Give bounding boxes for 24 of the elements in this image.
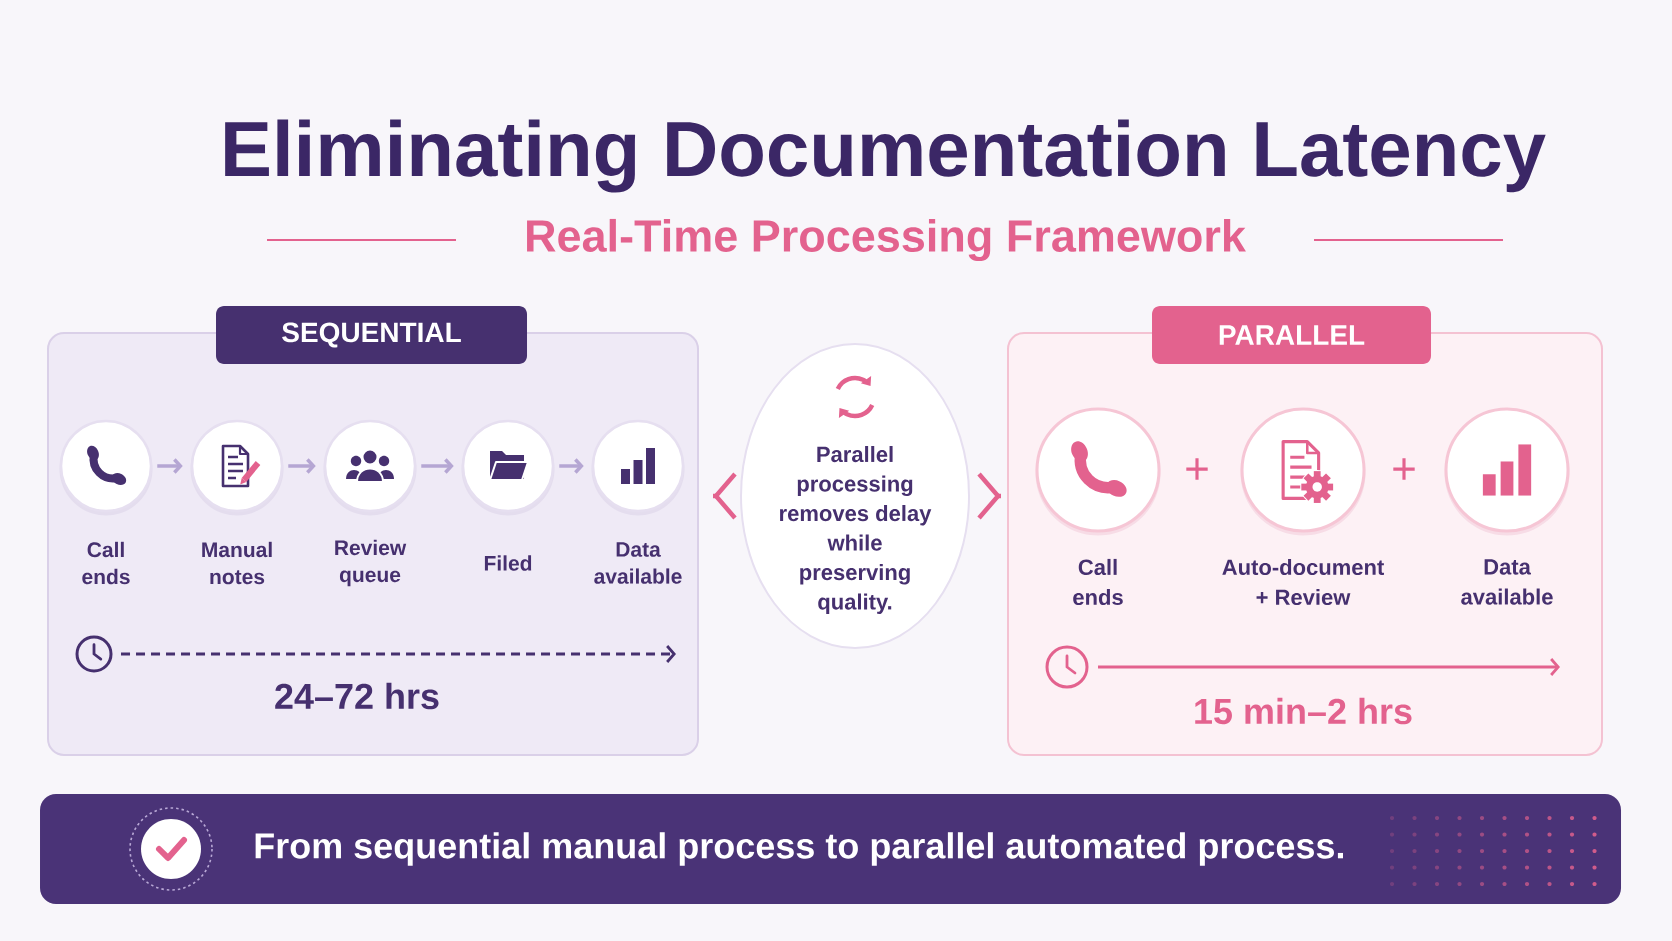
step-label: Auto-document + Review xyxy=(1222,558,1384,606)
panel-tab: PARALLEL xyxy=(1152,306,1431,364)
step-label: Data available xyxy=(594,542,682,584)
step-label: Data available xyxy=(1461,559,1553,605)
arrow xyxy=(157,458,183,474)
step-label: Filed xyxy=(484,555,532,571)
plus-sign: + xyxy=(1186,458,1208,480)
banner: From sequential manual process to parallel automated process. xyxy=(40,794,1621,904)
panel-tab: SEQUENTIAL xyxy=(216,306,527,364)
duration-label: 15 min–2 hrs xyxy=(1195,697,1412,725)
chevron xyxy=(713,472,737,520)
plus-sign: + xyxy=(1393,458,1415,480)
arrow xyxy=(559,458,584,474)
chevron xyxy=(977,472,1001,520)
subtitle: Real-Time Processing Framework xyxy=(527,218,1246,262)
arrow xyxy=(421,458,454,474)
title: Eliminating Documentation Latency xyxy=(225,119,1546,193)
step-label: Call ends xyxy=(82,541,130,585)
step-label: Review queue xyxy=(335,539,407,587)
step-label: Manual notes xyxy=(202,541,272,585)
duration-label: 24–72 hrs xyxy=(275,682,439,710)
step-label: Call ends xyxy=(1073,558,1123,606)
arrow xyxy=(288,458,316,474)
info-bubble: Parallel processing removes delay while preserving quality. xyxy=(740,343,970,649)
